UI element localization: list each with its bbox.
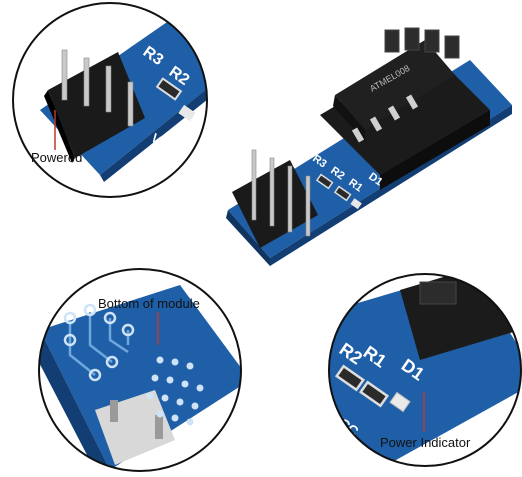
power-led: [389, 391, 411, 413]
label-power-indicator: Power Indicator: [380, 435, 471, 450]
label-bottom-of-module: Bottom of module: [98, 296, 200, 311]
zoom-circle-bottom: [38, 268, 242, 472]
zoom-circle-pins: R3 R2 VCC: [12, 2, 208, 198]
label-powered: Powered: [31, 150, 83, 165]
main-module: ATMEL008 R3 R2 R1 D1: [226, 27, 512, 266]
